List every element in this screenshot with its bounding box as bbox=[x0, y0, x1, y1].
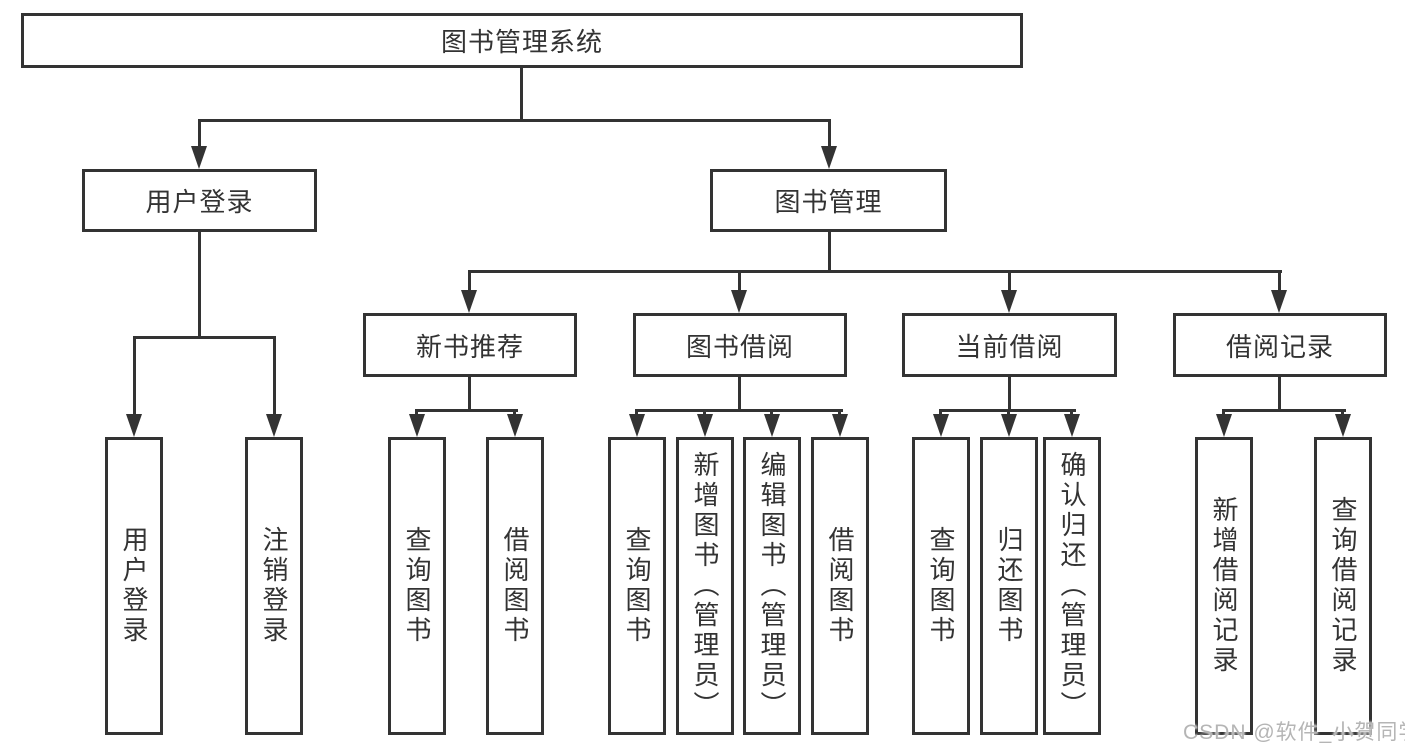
csdn-watermark: CSDN @软件_小贺同学 bbox=[1183, 721, 1405, 744]
connector-user-login-drop bbox=[198, 119, 201, 148]
leaf-label: 查询图书 bbox=[622, 526, 652, 646]
leaf-label: 确认归还（管理员） bbox=[1057, 451, 1087, 721]
node-user-login-label: 用户登录 bbox=[145, 187, 254, 217]
leaf-label: 新增借阅记录 bbox=[1209, 496, 1239, 676]
leaf-borrow-books: 借阅图书 bbox=[811, 437, 869, 735]
connector-drop bbox=[703, 409, 706, 417]
connector-book-mgmt-drop bbox=[828, 119, 831, 148]
connector-stem bbox=[738, 377, 741, 412]
arrow-down-icon bbox=[764, 414, 780, 437]
connector-drop bbox=[273, 336, 276, 417]
node-current-borrow-label: 当前借阅 bbox=[955, 331, 1064, 362]
connector-stem bbox=[1008, 377, 1011, 412]
node-new-book-recommend: 新书推荐 bbox=[363, 313, 577, 377]
connector-drop bbox=[415, 409, 418, 417]
arrow-down-icon bbox=[191, 146, 207, 169]
arrow-down-icon bbox=[1335, 414, 1351, 437]
connector-drop bbox=[1341, 409, 1344, 417]
connector-drop bbox=[1278, 270, 1281, 293]
node-book-borrow-label: 图书借阅 bbox=[685, 331, 794, 362]
arrow-down-icon bbox=[1216, 414, 1232, 437]
node-borrow-records: 借阅记录 bbox=[1173, 313, 1387, 377]
connector-user-login-bar bbox=[133, 336, 276, 339]
arrow-down-icon bbox=[1001, 414, 1017, 437]
leaf-label: 查询借阅记录 bbox=[1328, 496, 1358, 676]
leaf-label: 用户登录 bbox=[119, 526, 149, 646]
arrow-down-icon bbox=[697, 414, 713, 437]
arrow-down-icon bbox=[629, 414, 645, 437]
arrow-down-icon bbox=[1001, 290, 1017, 313]
leaf-label: 查询图书 bbox=[926, 526, 956, 646]
arrow-down-icon bbox=[1064, 414, 1080, 437]
leaf-query-borrow-record: 查询借阅记录 bbox=[1314, 437, 1372, 735]
connector-drop bbox=[838, 409, 841, 417]
leaf-label: 新增图书（管理员） bbox=[690, 451, 720, 721]
arrow-down-icon bbox=[266, 414, 282, 437]
leaf-label: 查询图书 bbox=[402, 526, 432, 646]
arrow-down-icon bbox=[507, 414, 523, 437]
node-root-label: 图书管理系统 bbox=[440, 27, 603, 57]
arrow-down-icon bbox=[933, 414, 949, 437]
leaf-add-books-admin: 新增图书（管理员） bbox=[676, 437, 734, 735]
connector-user-login-stem bbox=[198, 232, 201, 339]
arrow-down-icon bbox=[461, 290, 477, 313]
leaf-query-books: 查询图书 bbox=[608, 437, 666, 735]
connector-drop bbox=[939, 409, 942, 417]
leaf-query-books: 查询图书 bbox=[388, 437, 446, 735]
connector-drop bbox=[1222, 409, 1225, 417]
node-borrow-records-label: 借阅记录 bbox=[1225, 331, 1334, 362]
arrow-down-icon bbox=[821, 146, 837, 169]
connector-bar bbox=[1222, 409, 1346, 412]
leaf-confirm-return-admin: 确认归还（管理员） bbox=[1043, 437, 1101, 735]
connector-drop bbox=[1007, 409, 1010, 417]
arrow-down-icon bbox=[126, 414, 142, 437]
arrow-down-icon bbox=[832, 414, 848, 437]
leaf-label: 归还图书 bbox=[994, 526, 1024, 646]
node-book-management-label: 图书管理 bbox=[774, 187, 883, 217]
leaf-label: 借阅图书 bbox=[825, 526, 855, 646]
connector-drop bbox=[1008, 270, 1011, 293]
node-new-book-recommend-label: 新书推荐 bbox=[415, 331, 524, 362]
connector-book-mgmt-stem bbox=[828, 232, 831, 273]
node-root: 图书管理系统 bbox=[21, 13, 1023, 68]
arrow-down-icon bbox=[409, 414, 425, 437]
connector-drop bbox=[468, 270, 471, 293]
leaf-return-books: 归还图书 bbox=[980, 437, 1038, 735]
connector-bar bbox=[635, 409, 843, 412]
connector-level2-bar bbox=[198, 119, 831, 122]
arrow-down-icon bbox=[1271, 290, 1287, 313]
connector-drop bbox=[133, 336, 136, 417]
connector-drop bbox=[513, 409, 516, 417]
node-book-borrow: 图书借阅 bbox=[633, 313, 847, 377]
connector-root-stem bbox=[520, 68, 523, 121]
leaf-label: 借阅图书 bbox=[500, 526, 530, 646]
arrow-down-icon bbox=[731, 290, 747, 313]
leaf-label: 编辑图书（管理员） bbox=[757, 451, 787, 721]
connector-bar bbox=[415, 409, 518, 412]
connector-drop bbox=[770, 409, 773, 417]
node-book-management: 图书管理 bbox=[710, 169, 947, 232]
leaf-borrow-books: 借阅图书 bbox=[486, 437, 544, 735]
leaf-edit-books-admin: 编辑图书（管理员） bbox=[743, 437, 801, 735]
connector-level3-bar bbox=[468, 270, 1282, 273]
node-user-login: 用户登录 bbox=[82, 169, 317, 232]
node-current-borrow: 当前借阅 bbox=[902, 313, 1117, 377]
leaf-logout: 注销登录 bbox=[245, 437, 303, 735]
connector-drop bbox=[738, 270, 741, 293]
connector-stem bbox=[1278, 377, 1281, 412]
leaf-user-login: 用户登录 bbox=[105, 437, 163, 735]
connector-drop bbox=[635, 409, 638, 417]
leaf-query-books: 查询图书 bbox=[912, 437, 970, 735]
connector-stem bbox=[468, 377, 471, 412]
leaf-add-borrow-record: 新增借阅记录 bbox=[1195, 437, 1253, 735]
leaf-label: 注销登录 bbox=[259, 526, 289, 646]
connector-drop bbox=[1070, 409, 1073, 417]
